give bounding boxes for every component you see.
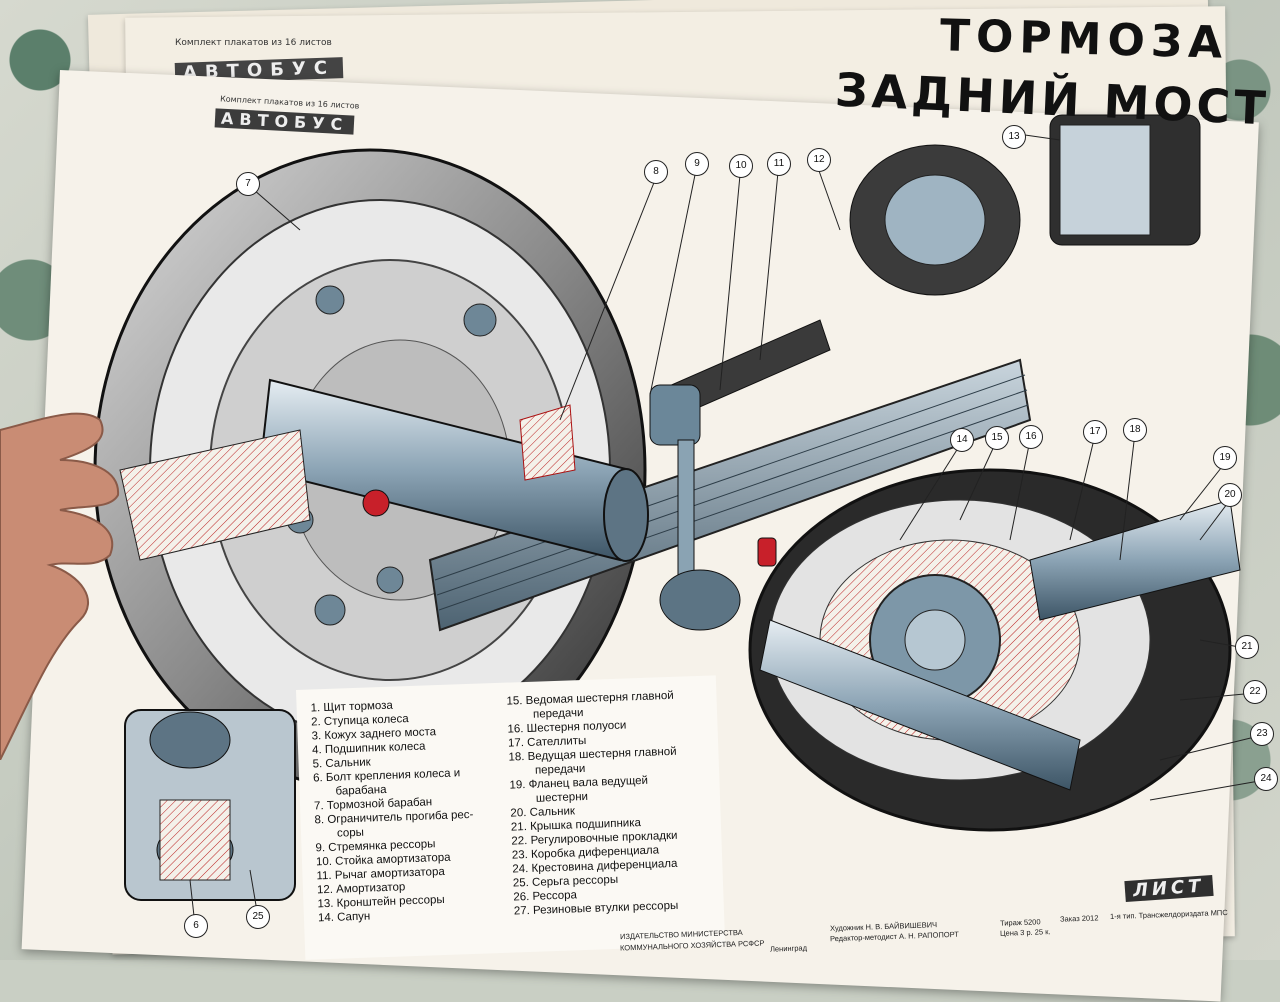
footer-print-run: Тираж 5200 [999,917,1041,928]
shock-absorber [649,319,831,631]
callout-13: 13 [1002,125,1026,149]
callout-8: 8 [644,160,668,184]
hand [0,412,120,760]
parts-legend: 1. Щит тормоза 2. Ступица колеса 3. Кожу… [296,675,726,960]
hand-shape [0,412,120,760]
breather-icon [757,537,777,567]
spring-bracket [849,114,1201,296]
spring-shackle [124,709,296,901]
callout-21: 21 [1235,635,1259,659]
leader-lines [189,134,1266,926]
back-poster-small-text: Комплект плакатов из 16 листов [175,38,332,48]
footer-city: Ленинград [769,943,808,954]
callout-23: 23 [1250,722,1274,746]
callout-22: 22 [1243,680,1267,704]
callout-11: 11 [767,152,791,176]
rear-axle-illustration [93,114,1266,926]
callout-10: 10 [729,154,753,178]
callout-25: 25 [246,905,270,929]
callout-15: 15 [985,426,1009,450]
callout-16: 16 [1019,425,1043,449]
callout-7: 7 [236,172,260,196]
footer-price: Цена 3 р. 25 к. [999,927,1051,938]
callout-14: 14 [950,428,974,452]
legend-column-2: 15. Ведомая шестерня главной передачи 16… [506,688,719,919]
bump-stop-icon [519,404,576,481]
callout-12: 12 [807,148,831,172]
callout-19: 19 [1213,446,1237,470]
callout-6: 6 [184,914,208,938]
callout-18: 18 [1123,418,1147,442]
footer-order: Заказ 2012 [1059,913,1099,924]
red-plug-icon [362,489,390,517]
callout-20: 20 [1218,483,1242,507]
axle-tube [119,378,649,562]
callout-24: 24 [1254,767,1278,791]
differential-housing [748,468,1241,832]
leaf-spring [428,358,1032,632]
legend-column-1: 1. Щит тормоза 2. Ступица колеса 3. Кожу… [310,695,513,926]
callout-17: 17 [1083,420,1107,444]
callout-9: 9 [685,152,709,176]
